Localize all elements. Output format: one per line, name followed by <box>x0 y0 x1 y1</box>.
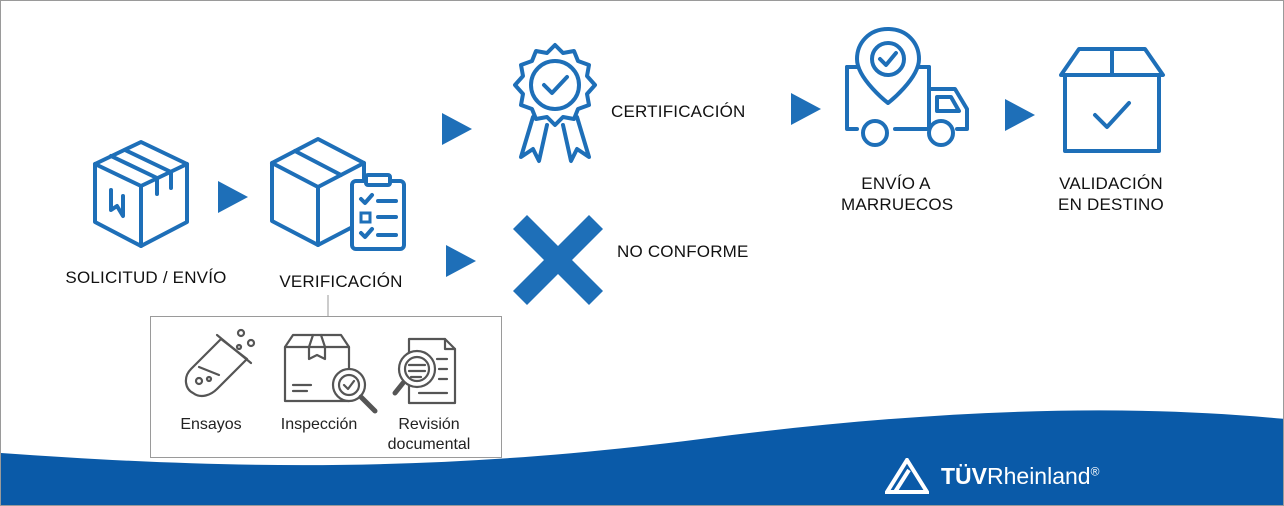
brand-name: TÜVRheinland® <box>941 462 1100 489</box>
arrow-right-icon <box>1005 99 1035 131</box>
step-envio-label-line2: MARRUECOS <box>841 195 954 214</box>
step-certificacion-label: CERTIFICACIÓN <box>611 102 746 121</box>
validated-box-icon <box>1059 47 1165 153</box>
rejected-x-icon <box>513 215 603 305</box>
revision-label-line1: Revisión <box>398 416 460 433</box>
delivery-truck-icon <box>845 27 969 147</box>
step-validacion-label-line2: EN DESTINO <box>1058 195 1164 214</box>
step-verificacion-label: VERIFICACIÓN <box>279 272 403 291</box>
arrow-right-icon <box>446 245 476 277</box>
document-review-icon <box>392 337 457 405</box>
arrow-right-icon <box>442 113 472 145</box>
inspection-icon <box>283 333 378 414</box>
step-solicitud-label: SOLICITUD / ENVÍO <box>65 268 227 287</box>
test-tube-icon <box>184 328 256 398</box>
arrow-right-icon <box>218 181 248 213</box>
ensayos-label: Ensayos <box>180 416 242 433</box>
triangle-logo-icon <box>885 458 929 494</box>
brand-logo: TÜVRheinland® <box>885 456 1099 496</box>
step-no-conforme-label: NO CONFORME <box>617 242 749 261</box>
step-envio-label-line1: ENVÍO A <box>861 174 931 193</box>
inspeccion-label: Inspección <box>280 416 358 433</box>
arrow-right-icon <box>791 93 821 125</box>
connector-line <box>327 295 329 317</box>
package-icon <box>93 140 189 248</box>
step-validacion-label-line1: VALIDACIÓN <box>1059 174 1163 193</box>
certificate-badge-icon <box>513 43 597 163</box>
revision-label-line2: documental <box>387 436 471 453</box>
package-clipboard-icon <box>270 137 406 251</box>
